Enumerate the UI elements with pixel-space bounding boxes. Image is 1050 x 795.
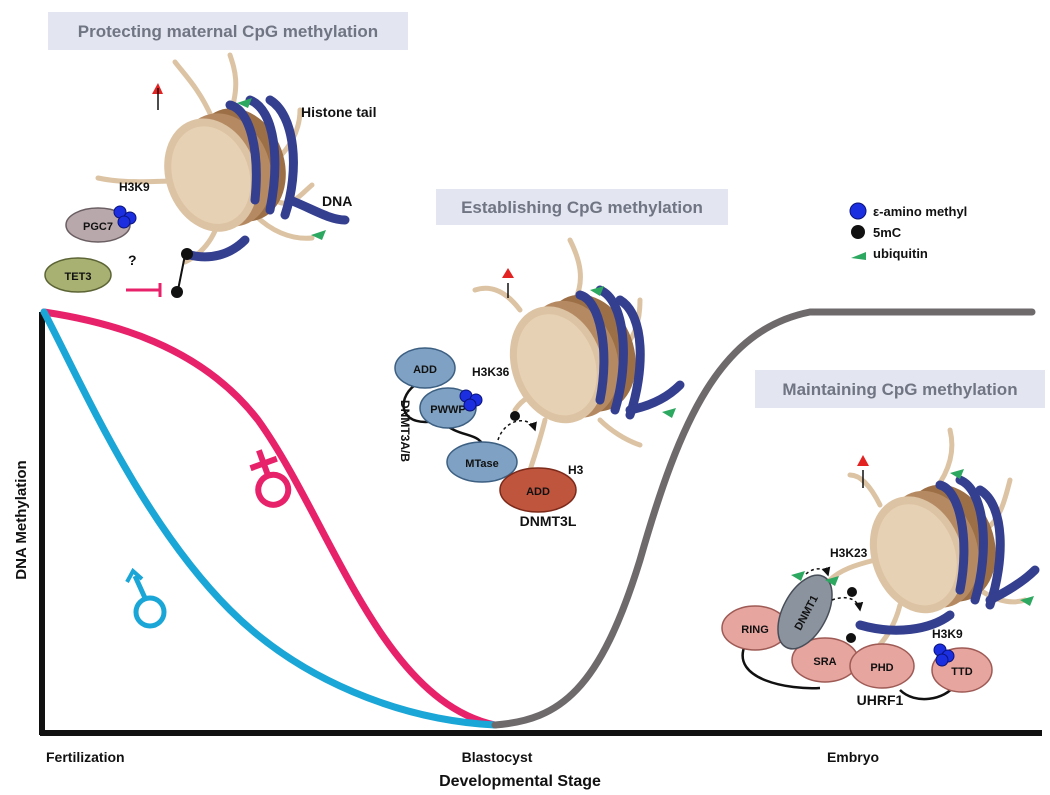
mtase-domain (446, 441, 518, 483)
panel-title-box-establish (436, 189, 728, 225)
phd-label: PHD (870, 662, 893, 674)
panel-title-establish: Establishing CpG methylation (461, 198, 703, 217)
question-mark: ? (128, 252, 137, 268)
fivemc-icon (181, 248, 193, 260)
y-axis-label: DNA Methylation (13, 460, 30, 579)
nucleosome-establish (472, 237, 685, 473)
ring-label: RING (741, 624, 769, 636)
legend-5mc: 5mC (873, 225, 902, 240)
h3-mark: H3 (568, 463, 584, 477)
tet3-label: TET3 (65, 271, 92, 283)
ubiquitin-icon (950, 469, 964, 479)
sra-label: SRA (813, 656, 836, 668)
histone-tail-label: Histone tail (301, 104, 376, 120)
methyl-icon (463, 398, 477, 412)
dnmt3l-label: DNMT3L (520, 513, 577, 529)
ubiquitin-icon (311, 230, 326, 240)
fivemc-legend-icon (851, 225, 865, 239)
ttd-label: TTD (951, 666, 972, 678)
red-arrow-icon (857, 455, 869, 466)
methyl-legend-icon (849, 202, 867, 220)
ubiquitin-icon (1020, 596, 1034, 606)
panel-title-box-protect (48, 12, 408, 50)
add-domain (394, 347, 456, 389)
panel-title-maintain: Maintaining CpG methylation (782, 380, 1017, 399)
add-label: ADD (413, 364, 437, 376)
legend: ε-amino methyl 5mC ubiquitin (849, 202, 967, 261)
panel-title-protect: Protecting maternal CpG methylation (78, 22, 378, 41)
fivemc-icon (171, 286, 183, 298)
tet3-protein (44, 257, 112, 293)
pgc7-protein (65, 207, 131, 243)
nucleosome-maintain (827, 427, 1040, 653)
ubiquitin-icon (791, 571, 805, 581)
ubiquitin-legend-icon (851, 252, 866, 260)
h3k36-mark: H3K36 (472, 365, 510, 379)
male-symbol-icon (125, 567, 167, 629)
h3k9-mark-protect: H3K9 (119, 180, 150, 194)
dnmt1-domain: DNMT1 (777, 574, 833, 650)
fivemc-icon (847, 587, 857, 597)
ubiquitin-icon (590, 286, 604, 296)
dnmt3ab-label: DNMT3A/B (398, 400, 412, 462)
legend-methyl: ε-amino methyl (873, 204, 967, 219)
maternal-curve (40, 308, 499, 729)
methyl-icon (117, 215, 131, 229)
dna-strand (185, 95, 350, 262)
x-axis-label: Developmental Stage (439, 773, 601, 790)
methyl-icon (935, 653, 949, 667)
tick-label-fertilization: Fertilization (46, 749, 125, 765)
fivemc-icon (510, 411, 520, 421)
h3k23-mark: H3K23 (830, 546, 868, 560)
tick-label-blastocyst: Blastocyst (462, 749, 533, 765)
tick-label-embryo: Embryo (827, 749, 879, 765)
red-arrow-icon (502, 268, 514, 278)
pwwp-label: PWWP (430, 404, 465, 416)
paternal-curve (40, 308, 499, 729)
panel-title-box-maintain (755, 370, 1045, 408)
phd-domain (849, 643, 915, 689)
legend-ubiquitin: ubiquitin (873, 246, 928, 261)
add-label-dnmt3l: ADD (526, 486, 550, 498)
pgc7-label: PGC7 (83, 221, 113, 233)
ubiquitin-icon (825, 576, 839, 586)
fivemc-icon (846, 633, 856, 643)
ubiquitin-icon (237, 98, 252, 108)
uhrf1-label: UHRF1 (857, 692, 904, 708)
add-domain-dnmt3l (499, 467, 577, 513)
ubiquitin-icon (662, 408, 676, 418)
female-symbol-icon (249, 449, 292, 508)
mtase-label: MTase (465, 458, 498, 470)
h3k9-mark-maintain: H3K9 (932, 627, 963, 641)
dna-label: DNA (322, 193, 352, 209)
nucleosome-protect (95, 52, 350, 298)
embryo-curve (491, 308, 1036, 729)
